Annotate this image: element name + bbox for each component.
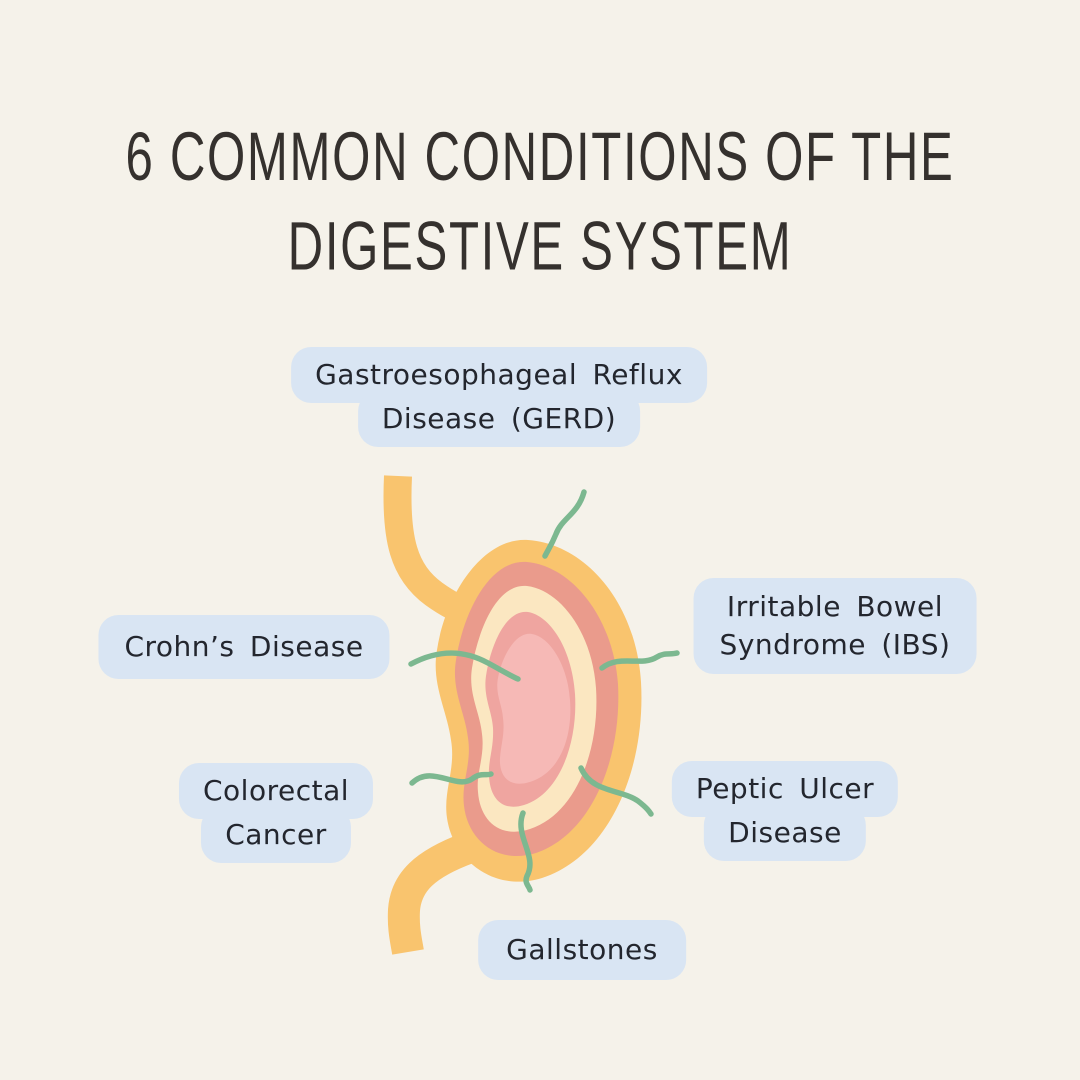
label-gerd: Gastroesophageal Reflux Disease (GERD) — [291, 347, 707, 447]
label-colorectal-line2: Cancer — [201, 806, 351, 863]
label-peptic-line1: Peptic Ulcer — [671, 761, 899, 817]
label-crohns: Crohn’s Disease — [98, 615, 390, 679]
connector-squiggle-colorectal — [409, 771, 494, 786]
label-gallstones: Gallstones — [478, 920, 686, 980]
label-ibs-line2: Syndrome (IBS) — [719, 627, 951, 661]
label-peptic-line2: Disease — [704, 804, 866, 861]
connector-squiggle-peptic — [578, 765, 654, 817]
connector-squiggle-ibs — [599, 650, 680, 671]
label-crohns-line1: Crohn’s Disease — [98, 615, 390, 679]
label-colorectal: Colorectal Cancer — [178, 763, 374, 863]
duodenum-shape — [387, 833, 474, 955]
label-peptic: Peptic Ulcer Disease — [671, 761, 899, 861]
label-ibs: Irritable Bowel Syndrome (IBS) — [693, 578, 977, 674]
label-gallstones-line1: Gallstones — [478, 920, 686, 980]
connector-squiggle-crohns — [408, 650, 521, 682]
label-ibs-line1: Irritable Bowel — [726, 590, 944, 623]
label-ibs-box: Irritable Bowel Syndrome (IBS) — [693, 578, 977, 674]
page-title-line2: DIGESTIVE SYSTEM — [287, 207, 793, 285]
stomach-layer-center — [497, 633, 571, 784]
label-gerd-line2: Disease (GERD) — [357, 390, 641, 447]
connector-squiggle-gallstones — [518, 810, 533, 893]
page-title: 6 COMMON CONDITIONS OF THE DIGESTIVE SYS… — [97, 112, 983, 291]
connector-squiggles — [408, 489, 680, 893]
page-title-line1: 6 COMMON CONDITIONS OF THE — [125, 117, 955, 195]
connector-squiggle-gerd — [542, 489, 587, 559]
